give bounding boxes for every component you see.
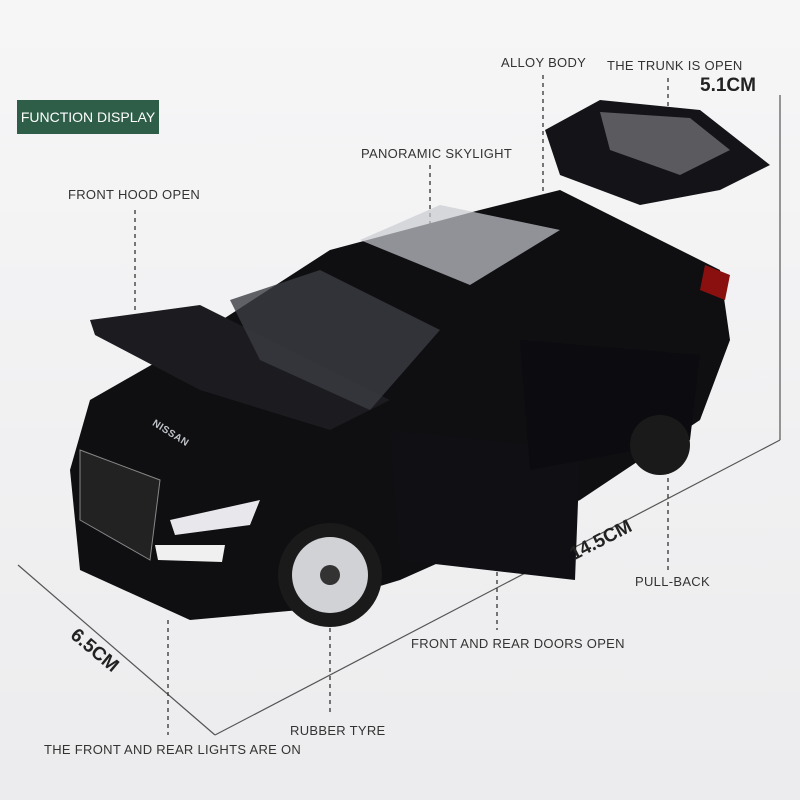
- label-lights-on: THE FRONT AND REAR LIGHTS ARE ON: [44, 742, 302, 757]
- label-alloy-body: ALLOY BODY: [501, 55, 587, 70]
- label-front-hood-open: FRONT HOOD OPEN: [68, 187, 201, 202]
- label-trunk-open: THE TRUNK IS OPEN: [607, 58, 743, 73]
- label-panoramic-skylight: PANORAMIC SKYLIGHT: [361, 146, 513, 161]
- label-pull-back: PULL-BACK: [635, 574, 710, 589]
- label-doors-open: FRONT AND REAR DOORS OPEN: [411, 636, 625, 651]
- toy-car: [70, 100, 770, 627]
- label-rubber-tyre: RUBBER TYRE: [290, 723, 386, 738]
- dimension-lines: [17, 95, 781, 736]
- dimension-height: 5.1CM: [700, 75, 756, 96]
- function-display-badge: FUNCTION DISPLAY: [17, 100, 159, 134]
